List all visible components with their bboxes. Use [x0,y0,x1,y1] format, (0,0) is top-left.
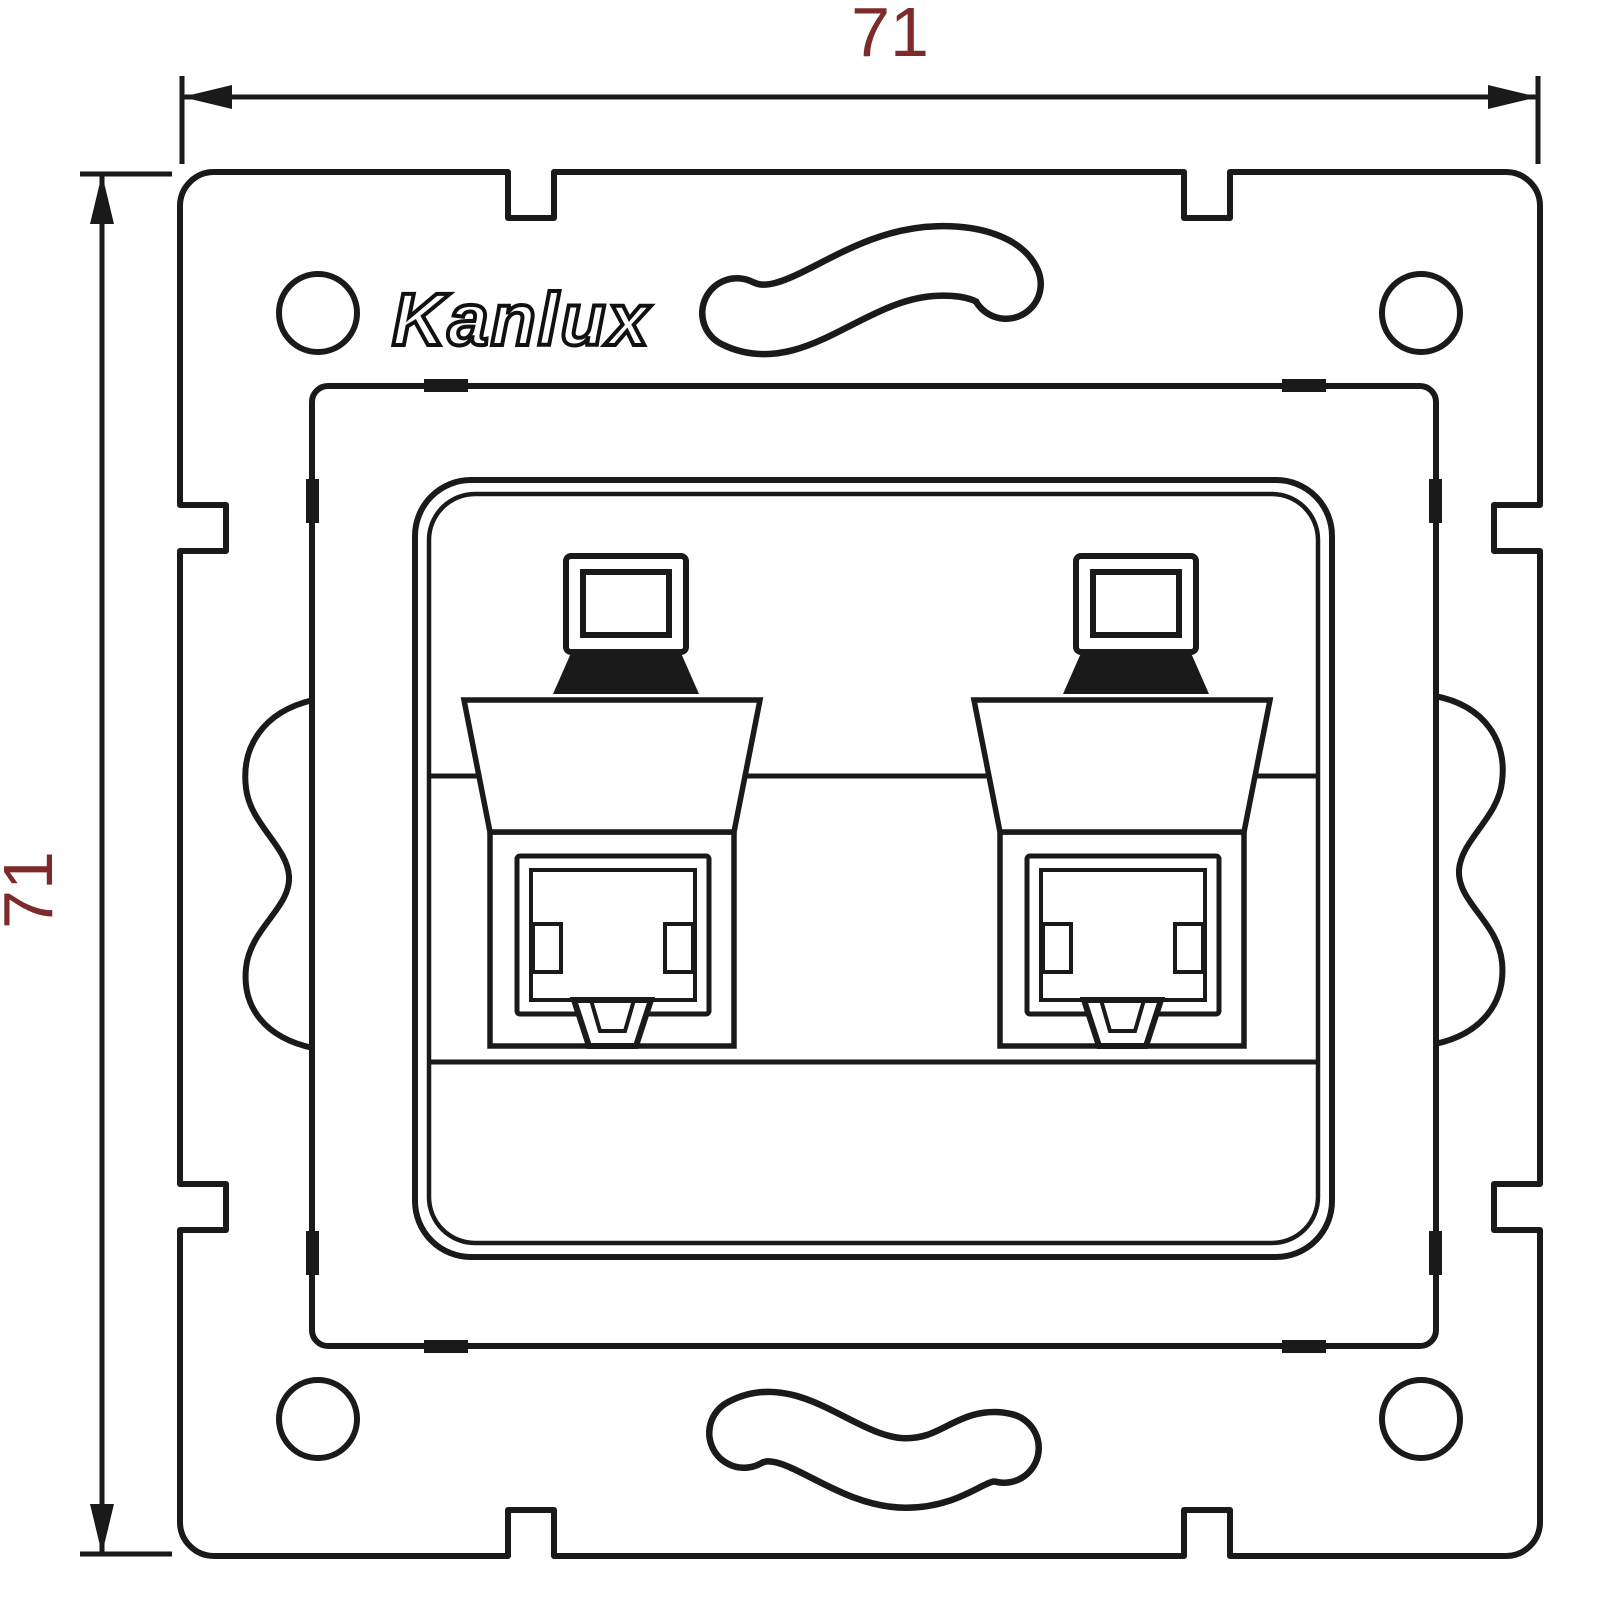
arrowhead-bottom [90,1504,114,1554]
fixing-claw-left [242,697,314,1051]
rj45-side-notch-right [663,922,695,974]
width-dimension-label: 71 [851,0,929,71]
arrowhead-left [182,85,232,109]
frame-tabs [306,379,1442,1353]
screw-hole-bottom-right [1379,1377,1463,1461]
monitor-screen-inner [580,569,672,638]
screw-hole-top-right [1379,271,1463,355]
monitor-keyboard-base [553,653,699,694]
frame-tab [306,1231,319,1275]
computer-monitor-icon [553,553,699,694]
monitor-screen-outer [563,553,689,655]
brand-logo: Kanlux [392,278,652,361]
mounting-slot-top [699,222,1044,358]
rj45-module-left [460,553,764,1049]
frame-tab [424,1340,468,1353]
dimension-height: 71 [0,171,172,1557]
rj45-side-notch-left [531,922,563,974]
frame-tab [1282,1340,1326,1353]
mounting-slot-bottom [706,1388,1042,1512]
height-dimension-label: 71 [0,851,67,929]
rj45-latch-outer [569,997,656,1049]
frame-tab [424,379,468,392]
frame-tab [1429,1231,1442,1275]
slot-inner [705,229,1038,351]
dimension-width: 71 [179,0,1541,164]
screw-hole-bottom-left [276,1377,360,1461]
fixing-claw-right [1434,693,1506,1047]
rj45-latch-inner [588,998,637,1033]
frame-tab [306,479,319,523]
frame-tab [1429,479,1442,523]
socket-face-inner [426,491,1321,1246]
frame-tab [1282,379,1326,392]
socket-funnel [460,697,764,835]
screw-hole-top-left [276,271,360,355]
arrowhead-right [1488,85,1538,109]
slot-inner [712,1395,1036,1505]
arrowhead-top [90,174,114,224]
